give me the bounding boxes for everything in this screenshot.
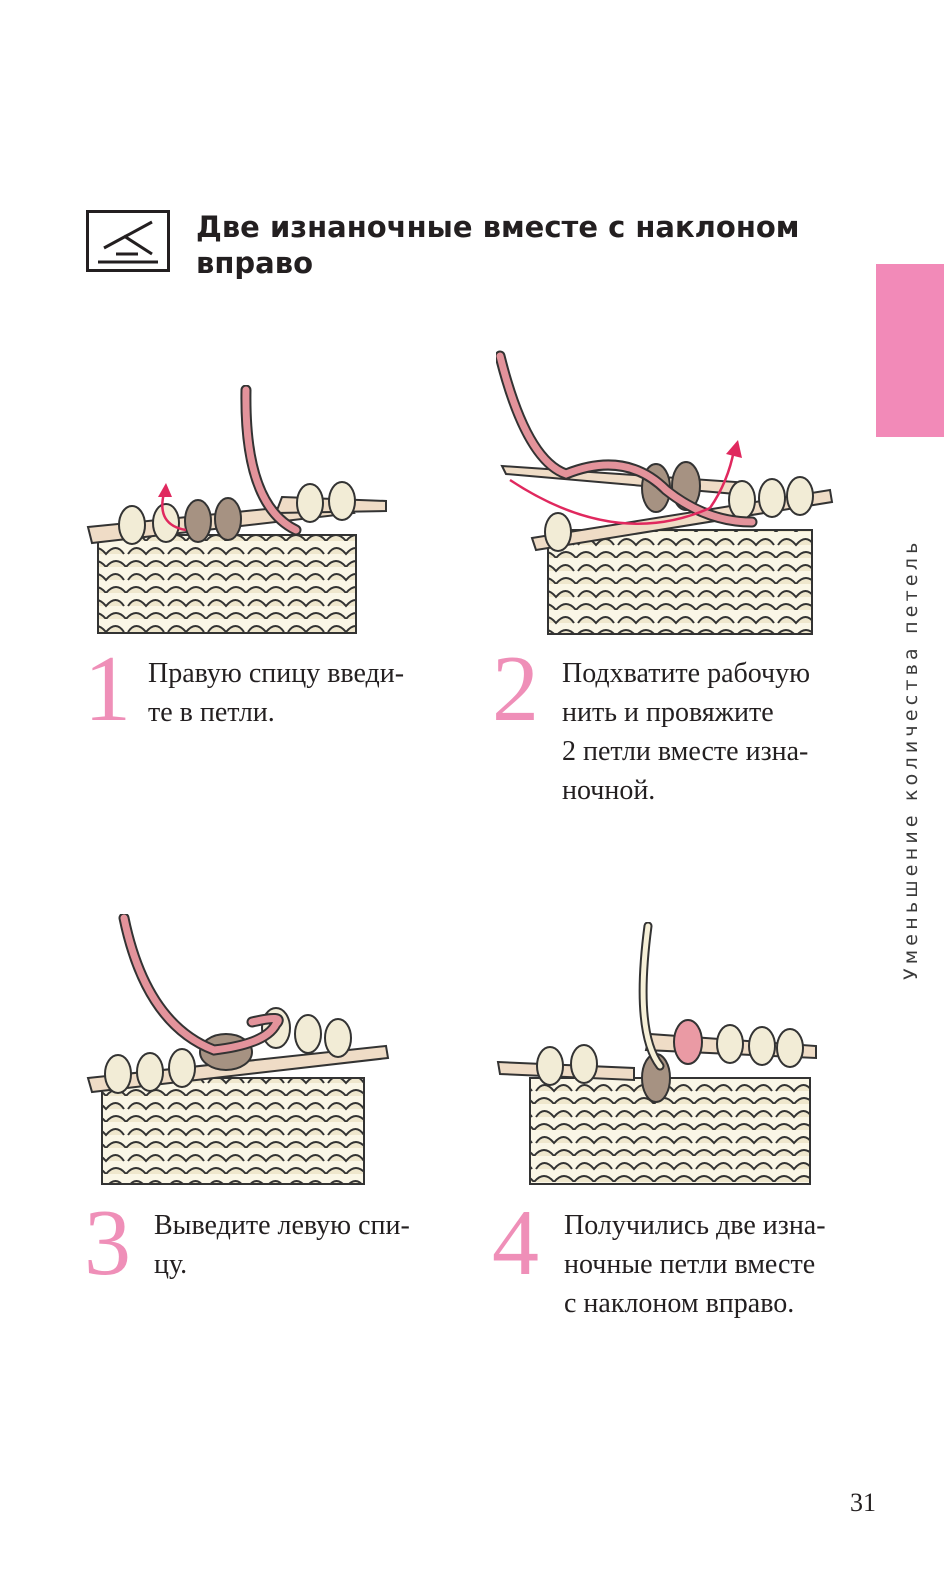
step-number: 1 [84,637,131,741]
step-number: 2 [492,637,539,741]
step-number: 4 [492,1191,539,1295]
section-tab [876,264,944,437]
yarn-catch-illustration [496,350,834,635]
step-number: 3 [84,1191,131,1295]
left-needle-out-illustration [86,914,390,1185]
result-illustration [496,922,817,1185]
purl-two-together-right-slant-symbol-icon [86,210,170,272]
page-title: Две изнаночные вместе с наклоном вправо [196,210,800,280]
section-label: Уменьшение количества петель [900,538,922,980]
step-text: Получились две изна- ночные петли вместе… [564,1210,826,1319]
page-number: 31 [850,1488,876,1517]
needle-insert-illustration [86,385,387,634]
step-text: Правую спицу введи- те в петли. [148,658,405,728]
step-text: Выведите левую спи- цу. [154,1210,410,1280]
step-text: Подхватите рабочую нить и провяжите 2 пе… [562,658,811,806]
